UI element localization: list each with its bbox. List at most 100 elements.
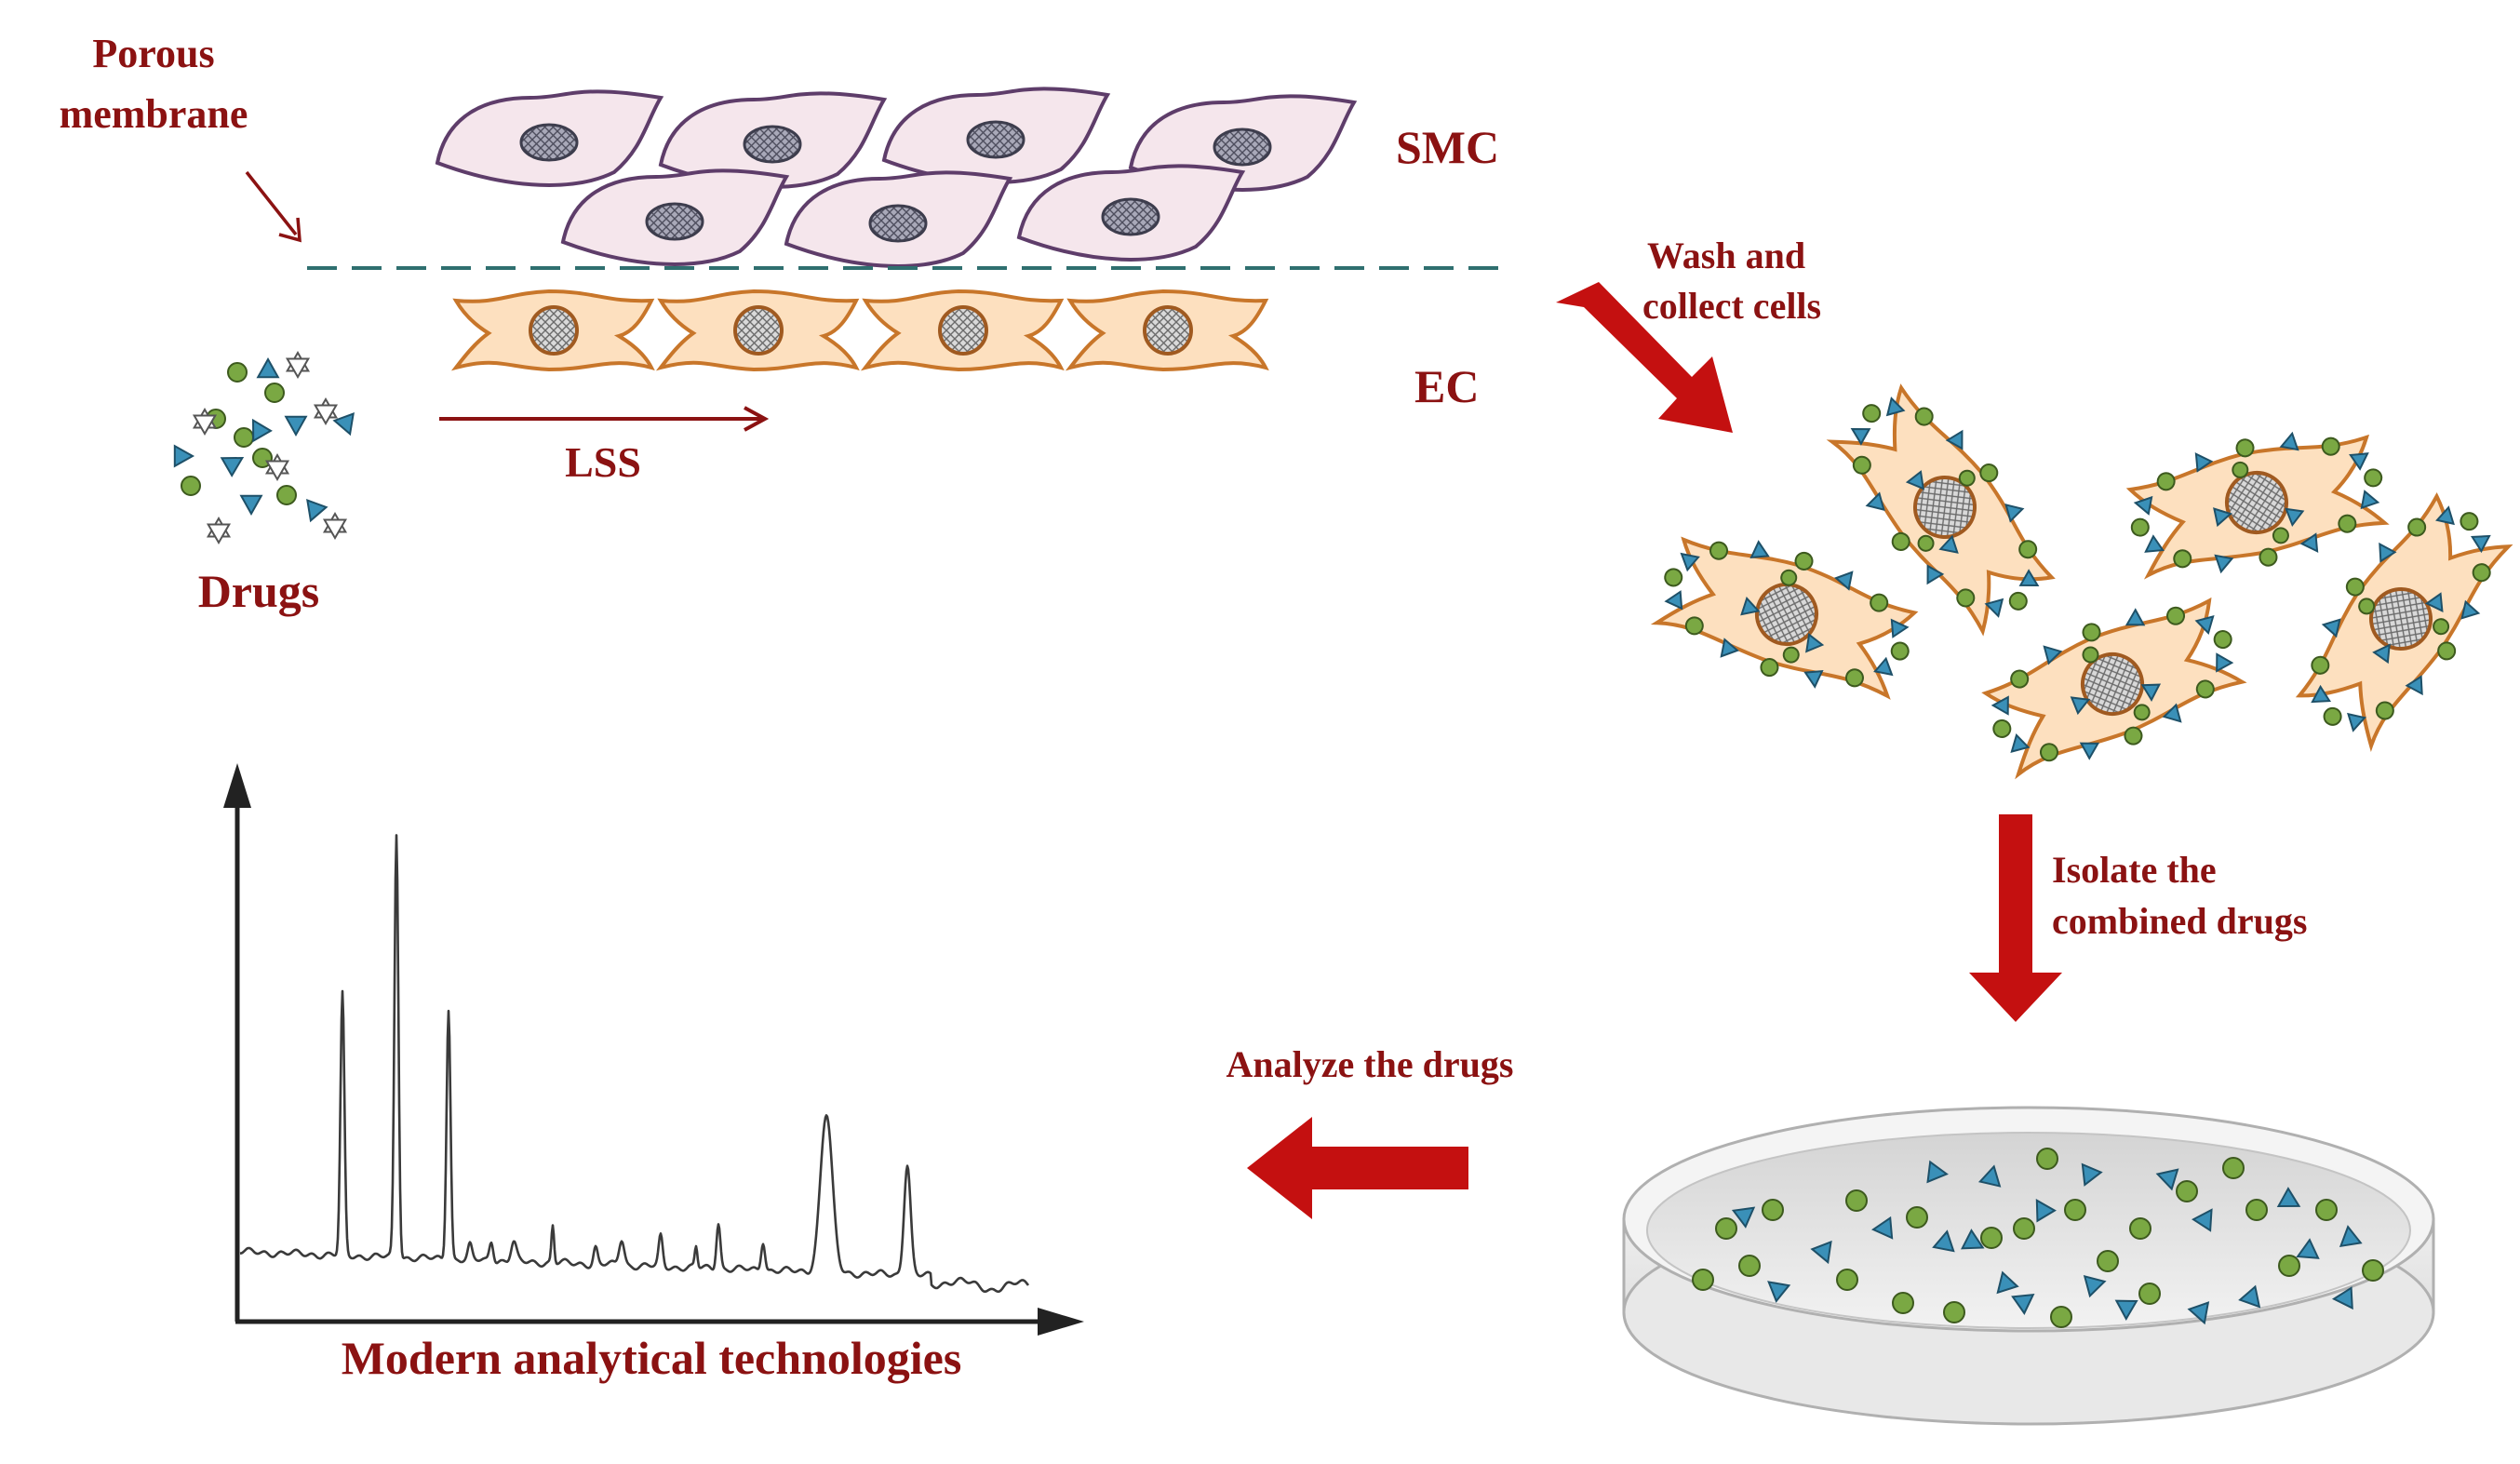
blue-triangle-icon: [1991, 695, 2009, 716]
hexagram-star-icon: [313, 397, 339, 425]
green-circle-icon: [2362, 1259, 2384, 1282]
green-circle-icon: [1906, 1206, 1928, 1229]
green-circle-icon: [2311, 655, 2330, 675]
green-circle-icon: [2272, 527, 2289, 544]
lss-arrow: [439, 406, 770, 432]
green-circle-icon: [1709, 541, 1729, 560]
blue-triangle-icon: [2285, 507, 2305, 527]
porous-membrane-label-line2: membrane: [60, 91, 248, 137]
blue-triangle-icon: [173, 444, 195, 468]
green-circle-icon: [2039, 743, 2058, 762]
blue-triangle-icon: [1664, 590, 1683, 611]
green-circle-icon: [181, 476, 201, 496]
blue-triangle-icon: [2339, 1225, 2363, 1248]
green-circle-icon: [2036, 1148, 2058, 1170]
green-circle-icon: [234, 427, 254, 448]
chromatogram: [223, 763, 1084, 1336]
smc-cell: [561, 168, 788, 266]
green-circle-icon: [2321, 437, 2340, 456]
blue-triangle-icon: [2360, 490, 2380, 510]
green-circle-icon: [2245, 1199, 2268, 1221]
green-circle-icon: [2156, 472, 2176, 491]
hexagram-star-icon: [285, 351, 311, 379]
lss-label: LSS: [565, 438, 641, 486]
blue-triangle-icon: [2125, 608, 2146, 626]
hexagram-star-icon: [264, 453, 290, 481]
blue-triangle-icon: [2194, 452, 2214, 473]
green-circle-icon: [2460, 512, 2479, 531]
green-circle-icon: [1845, 1189, 1868, 1212]
blue-triangle-icon: [1996, 1270, 2019, 1295]
green-circle-icon: [2018, 540, 2038, 559]
green-circle-icon: [2130, 517, 2150, 537]
blue-triangle-icon: [1834, 571, 1854, 591]
green-circle-icon: [1692, 1269, 1714, 1291]
blue-triangle-icon: [1905, 470, 1925, 490]
hexagram-star-icon: [206, 517, 232, 544]
blue-triangle-icon: [1932, 1229, 1955, 1253]
green-circle-icon: [2195, 679, 2215, 699]
green-circle-icon: [2138, 1283, 2161, 1305]
green-circle-icon: [2375, 701, 2394, 720]
blue-triangle-icon: [2155, 1168, 2179, 1191]
endothelial-cell: [2125, 426, 2388, 579]
ec-cell: [1068, 289, 1267, 371]
blue-triangle-icon: [2279, 431, 2299, 451]
smc-cell: [882, 87, 1109, 184]
green-circle-icon: [1870, 593, 1889, 612]
blue-triangle-icon: [2424, 592, 2444, 612]
wash-label-line1: Wash and: [1647, 235, 1805, 276]
green-circle-icon: [2315, 1199, 2338, 1221]
isolated-drugs: [1692, 1148, 2384, 1328]
smc-cell-layer: [436, 87, 1356, 268]
green-circle-icon: [2364, 468, 2383, 488]
blue-triangle-icon: [1873, 656, 1894, 677]
blue-triangle-icon: [2004, 504, 2025, 523]
blue-triangle-icon: [256, 356, 280, 379]
analyze-label: Analyze the drugs: [1226, 1043, 1514, 1085]
porous-membrane-label-line1: Porous: [92, 31, 214, 76]
ec-cell: [454, 289, 653, 371]
blue-triangle-icon: [220, 456, 245, 477]
blue-triangle-icon: [2349, 452, 2369, 471]
smc-cell: [436, 89, 663, 187]
green-circle-icon: [1992, 719, 2012, 738]
green-circle-icon: [2064, 1199, 2086, 1221]
endothelial-cell: [1654, 527, 1920, 702]
blue-triangle-icon: [1984, 598, 2004, 618]
green-circle-icon: [2232, 461, 2249, 478]
blue-triangle-icon: [2043, 645, 2063, 665]
smc-cell: [784, 170, 1012, 268]
blue-triangle-icon: [2192, 1208, 2213, 1232]
blue-triangle-icon: [2187, 1301, 2210, 1325]
blue-triangle-icon: [2144, 534, 2165, 553]
blue-triangle-icon: [2296, 1238, 2320, 1259]
blue-triangle-icon: [2011, 1293, 2035, 1315]
isolate-arrow: [1969, 814, 2062, 1022]
wash-collect-arrow: [1556, 282, 1733, 433]
green-circle-icon: [2173, 549, 2192, 569]
blue-triangle-icon: [1977, 1164, 2002, 1188]
blue-triangle-icon: [2035, 1198, 2057, 1223]
blue-triangle-icon: [1961, 1229, 1985, 1250]
blue-triangle-icon: [2405, 675, 2423, 696]
blue-triangle-icon: [2299, 532, 2319, 553]
collected-cell: [1829, 379, 2061, 636]
green-circle-icon: [1738, 1255, 1761, 1277]
blue-triangle-icon: [1720, 638, 1739, 658]
green-circle-icon: [2338, 514, 2357, 533]
green-circle-icon: [1836, 1269, 1858, 1291]
green-circle-icon: [2345, 577, 2365, 597]
blue-triangle-icon: [1731, 1206, 1756, 1229]
green-circle-icon: [2235, 438, 2255, 458]
green-circle-icon: [2222, 1157, 2245, 1179]
drug-mixture-cluster: [173, 351, 355, 544]
green-circle-icon: [1891, 531, 1910, 551]
collected-cell: [1979, 590, 2245, 778]
blue-triangle-icon: [1926, 1160, 1949, 1184]
green-circle-icon: [1762, 1199, 1784, 1221]
green-circle-icon: [1794, 551, 1814, 571]
green-circle-icon: [2082, 646, 2099, 664]
blue-triangle-icon: [2194, 614, 2215, 635]
green-circle-icon: [2013, 1217, 2035, 1240]
